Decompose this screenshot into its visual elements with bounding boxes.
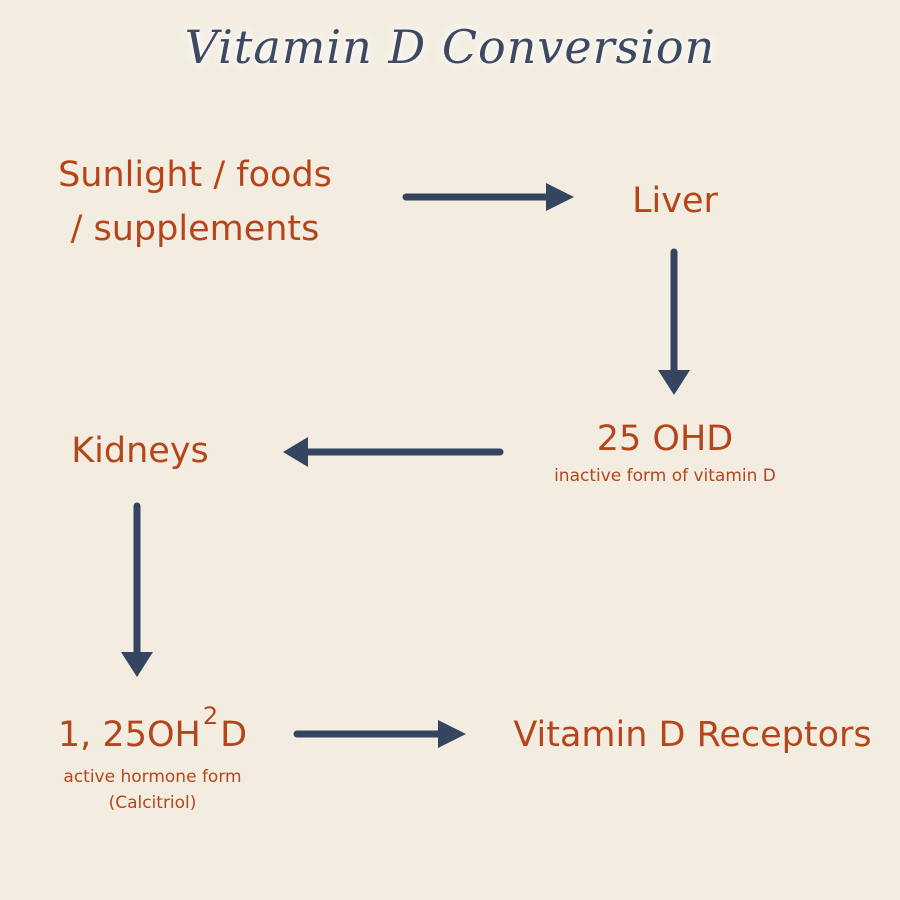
node-vitamin-d-receptors-label: Vitamin D Receptors (513, 715, 872, 755)
arrow-25ohd-to-kidneys (283, 437, 504, 467)
node-kidneys: Kidneys (40, 424, 240, 478)
node-1-25-dihydroxy-d-note1: active hormone form (63, 767, 242, 787)
node-liver-label: Liver (632, 181, 718, 221)
node-25-ohd: 25 OHD inactive form of vitamin D (540, 412, 790, 490)
arrow-liver-to-25ohd (658, 248, 690, 395)
label-pre: 1, 25OH (57, 715, 201, 755)
label-superscript: 2 (202, 702, 219, 730)
node-sunlight-line2: / supplements (70, 209, 320, 249)
node-vitamin-d-receptors: Vitamin D Receptors (490, 708, 895, 762)
node-1-25-dihydroxy-d-note2: (Calcitriol) (108, 793, 197, 813)
node-liver: Liver (600, 174, 750, 228)
node-1-25-dihydroxy-d: 1, 25OH2D active hormone form (Calcitrio… (30, 702, 275, 817)
node-sunlight-foods-supplements: Sunlight / foods / supplements (40, 148, 350, 256)
arrow-kidneys-to-dihydroxy (121, 502, 153, 677)
diagram-title: Vitamin D Conversion (184, 20, 716, 74)
node-25-ohd-label: 25 OHD (596, 419, 734, 459)
node-kidneys-label: Kidneys (71, 431, 209, 471)
arrow-sunlight-to-liver (402, 183, 574, 211)
label-post: D (220, 715, 248, 755)
node-1-25-dihydroxy-d-label: 1, 25OH2D (30, 702, 275, 765)
node-sunlight-line1: Sunlight / foods (58, 155, 332, 195)
arrow-dihydroxy-to-receptors (293, 720, 466, 748)
node-25-ohd-note: inactive form of vitamin D (554, 466, 776, 486)
